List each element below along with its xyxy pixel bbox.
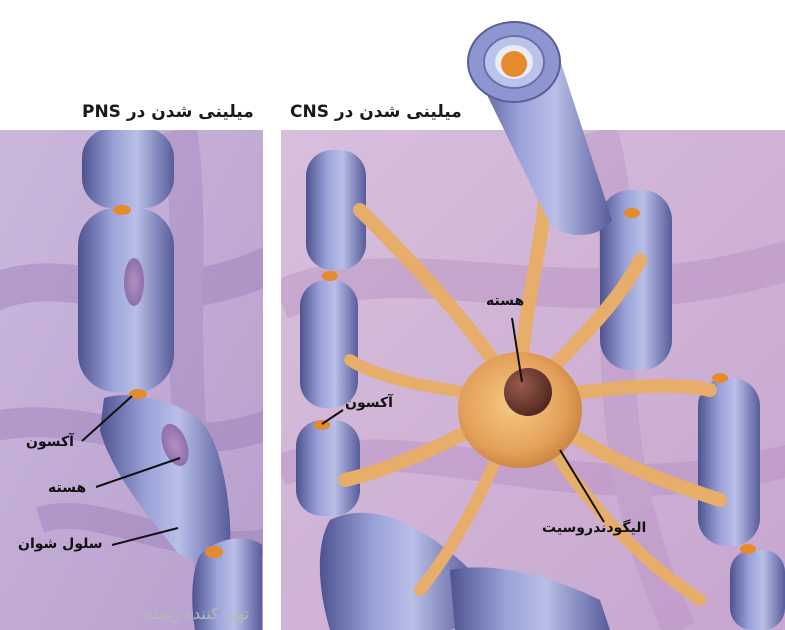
pns-title: میلینی شدن در PNS — [82, 102, 254, 122]
schwann-sheath-segment — [78, 208, 174, 392]
node-of-ranvier — [314, 420, 330, 430]
cns-sheath-segment — [730, 550, 785, 630]
cns-nucleus-label: هسته — [486, 293, 524, 309]
node-of-ranvier — [322, 271, 338, 281]
cns-sheath-segment — [698, 378, 760, 546]
node-of-ranvier — [205, 546, 223, 558]
cns-sheath-segment — [296, 420, 360, 516]
pns-schwann-label: سلول شوان — [18, 536, 103, 552]
schwann-sheath-segment — [82, 128, 174, 208]
pns-axon-label: آکسون — [26, 434, 74, 450]
schwann-nucleus — [124, 258, 144, 306]
axon-cross-section — [501, 51, 527, 77]
cns-oligodendrocyte-label: الیگودندروسیت — [542, 520, 646, 536]
oligodendrocyte-nucleus — [504, 368, 552, 416]
cns-title: میلینی شدن در CNS — [290, 102, 462, 122]
watermark: تهیه کننده رسته — [145, 604, 249, 623]
node-of-ranvier — [624, 208, 640, 218]
node-of-ranvier — [712, 373, 728, 383]
node-of-ranvier — [740, 544, 756, 554]
cns-sheath-segment — [300, 280, 358, 408]
pns-panel — [0, 128, 280, 630]
node-of-ranvier — [113, 205, 131, 215]
pns-nucleus-label: هسته — [48, 480, 86, 496]
cns-axon-label: آکسون — [345, 395, 393, 411]
